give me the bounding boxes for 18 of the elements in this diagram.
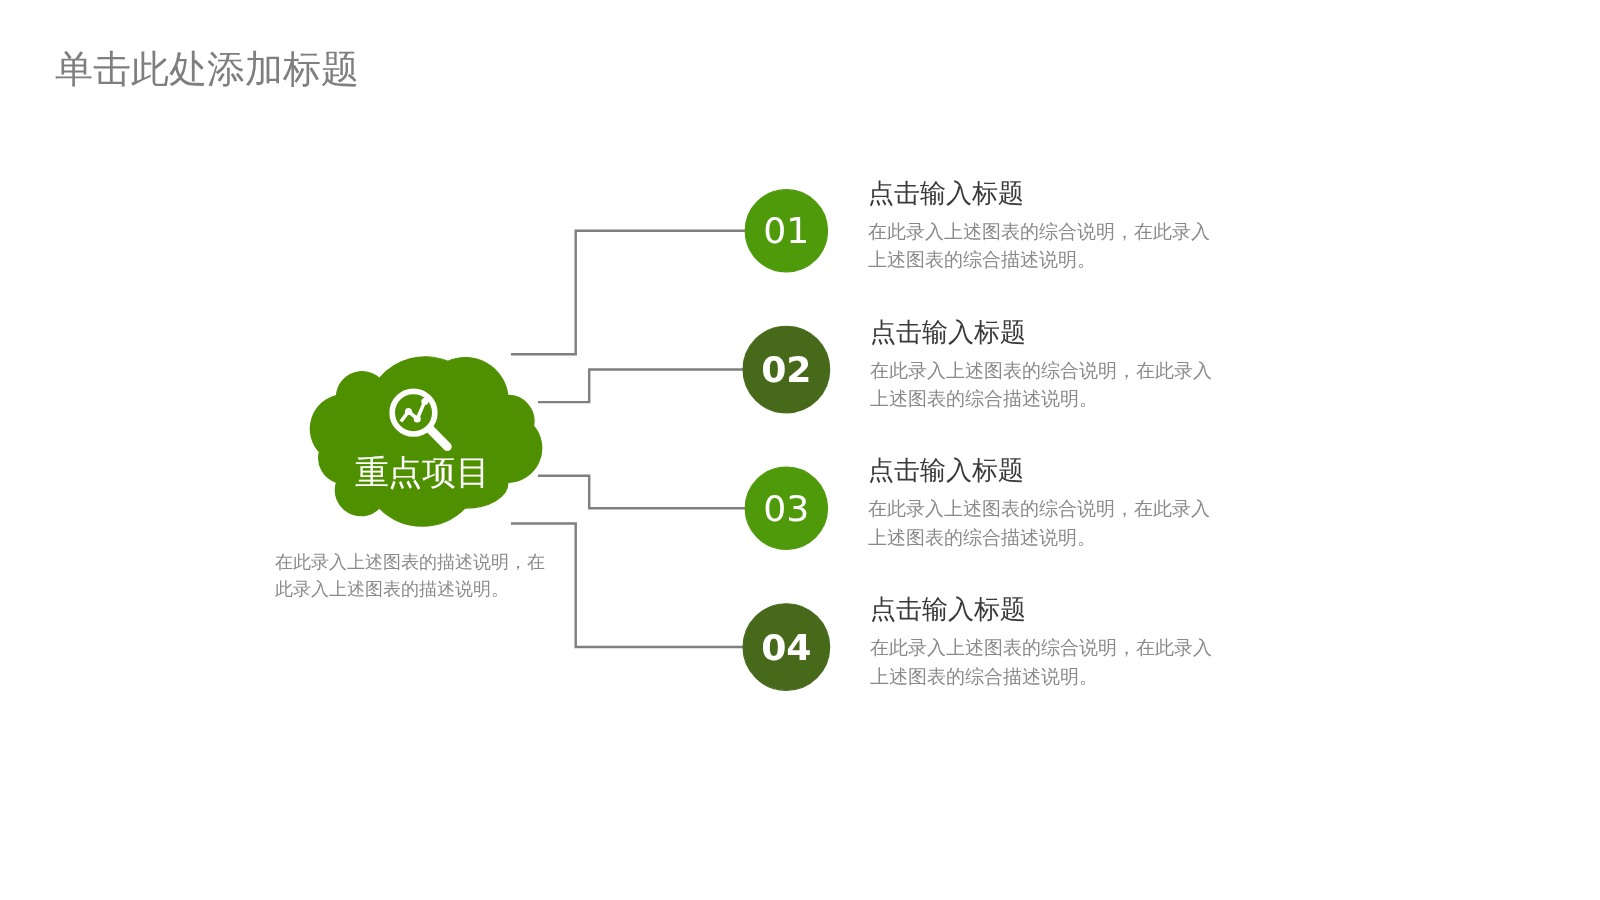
connector [537,474,746,510]
item-heading: 点击输入标题 [867,176,1025,210]
description-text: 在此录入上述图表的描述说明，在此录入上述图表的描述说明。 [275,550,547,602]
node-circle: 04 [742,603,831,691]
node-circle: 02 [742,325,831,414]
description-text: 在此录入上述图表的综合说明，在此录入上述图表的综合描述说明。 [867,496,1211,550]
node-circle: 01 [744,189,829,273]
slide-title: 单击此处添加标题 [55,46,359,93]
connector [510,522,744,649]
description-text: 在此录入上述图表的综合说明，在此录入上述图表的综合描述说明。 [869,357,1213,412]
description-text: 在此录入上述图表的综合说明，在此录入上述图表的综合描述说明。 [869,635,1213,689]
item-heading: 点击输入标题 [869,593,1027,627]
item-heading: 点击输入标题 [867,454,1025,488]
item-heading: 点击输入标题 [869,315,1027,349]
connector [510,229,746,356]
connector [537,368,744,404]
description-text: 在此录入上述图表的综合说明，在此录入上述图表的综合描述说明。 [867,218,1211,273]
node-circle: 03 [744,466,829,551]
